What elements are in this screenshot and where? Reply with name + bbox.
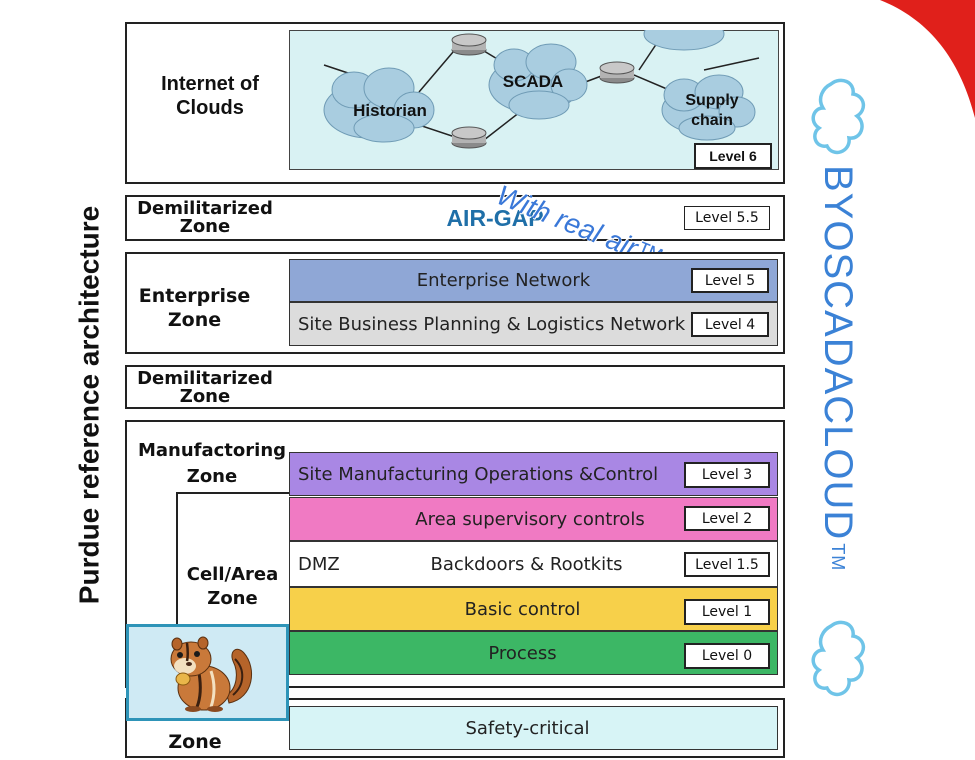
corner-swoosh xyxy=(880,0,975,118)
level-1-badge: Level 1 xyxy=(684,599,770,625)
cell-area-zone-frame xyxy=(176,492,178,678)
band-label: Area supervisory controls xyxy=(415,508,645,530)
safety-critical-band: Safety-critical xyxy=(289,706,778,750)
enterprise-zone-label: Enterprise Zone xyxy=(138,285,251,331)
level-2-badge: Level 2 xyxy=(684,506,770,531)
historian-cloud-icon xyxy=(323,67,435,143)
cell-area-zone-label: Cell/Area Zone xyxy=(186,564,279,609)
band-label: Site Business Planning & Logistics Netwo… xyxy=(298,313,686,335)
dmz-top-label: Demilitarized Zone xyxy=(137,198,273,237)
level-3-badge: Level 3 xyxy=(684,462,770,488)
level-0-badge: Level 0 xyxy=(684,643,770,669)
cloud-outline-icon xyxy=(811,620,866,697)
level-5-5-badge: Level 5.5 xyxy=(684,206,770,230)
supply-chain-cloud-icon xyxy=(661,74,756,141)
safety-zone-label: Zone xyxy=(168,731,222,753)
band-label: Site Manufacturing Operations &Control xyxy=(298,463,659,485)
chipmunk-icon xyxy=(170,636,252,712)
dmz-prefix: DMZ xyxy=(298,553,340,575)
level-6-badge: Level 6 xyxy=(694,143,772,169)
chipmunk-image xyxy=(126,624,289,721)
air-gap-text: AIR-GAP xyxy=(446,205,544,231)
band-label: Enterprise Network xyxy=(416,270,591,291)
scada-cloud-icon xyxy=(488,43,588,120)
dmz-top-box xyxy=(125,195,785,241)
cloud-label-scada: SCADA xyxy=(502,72,564,91)
cloud-network-diagram xyxy=(323,30,760,149)
cell-area-zone-frame-top xyxy=(176,492,289,494)
brand-trademark: TM xyxy=(828,543,848,572)
router-icon xyxy=(599,61,635,84)
level-5-badge: Level 5 xyxy=(691,268,769,293)
dmz-mid-label: Demilitarized Zone xyxy=(137,368,273,407)
dmz-mid-box xyxy=(125,365,785,409)
brand-name: BYOSCADACLOUD xyxy=(816,165,860,541)
internet-zone-label: Internet of Clouds xyxy=(161,73,259,119)
cloud-label-historian: Historian xyxy=(353,101,427,120)
purdue-vertical-title: Purdue reference architecture xyxy=(73,205,105,605)
cloud-label-supply-chain: Supply chain xyxy=(685,92,739,129)
band-label: Safety-critical xyxy=(465,717,590,739)
manufacturing-zone-label: Manufactoring Zone xyxy=(137,440,287,487)
level-4-badge: Level 4 xyxy=(691,312,769,337)
level-1-5-badge: Level 1.5 xyxy=(684,552,770,577)
cloud-outline-icon xyxy=(811,78,866,155)
band-label: Basic control xyxy=(464,598,581,620)
band-label: Process xyxy=(488,642,557,664)
band-label: Backdoors & Rootkits xyxy=(430,553,623,575)
router-icon xyxy=(451,126,487,149)
byoscadacloud-brand-text: BYOSCADACLOUDTM xyxy=(816,165,860,595)
partial-cloud-icon xyxy=(643,30,725,51)
router-icon xyxy=(451,33,487,56)
